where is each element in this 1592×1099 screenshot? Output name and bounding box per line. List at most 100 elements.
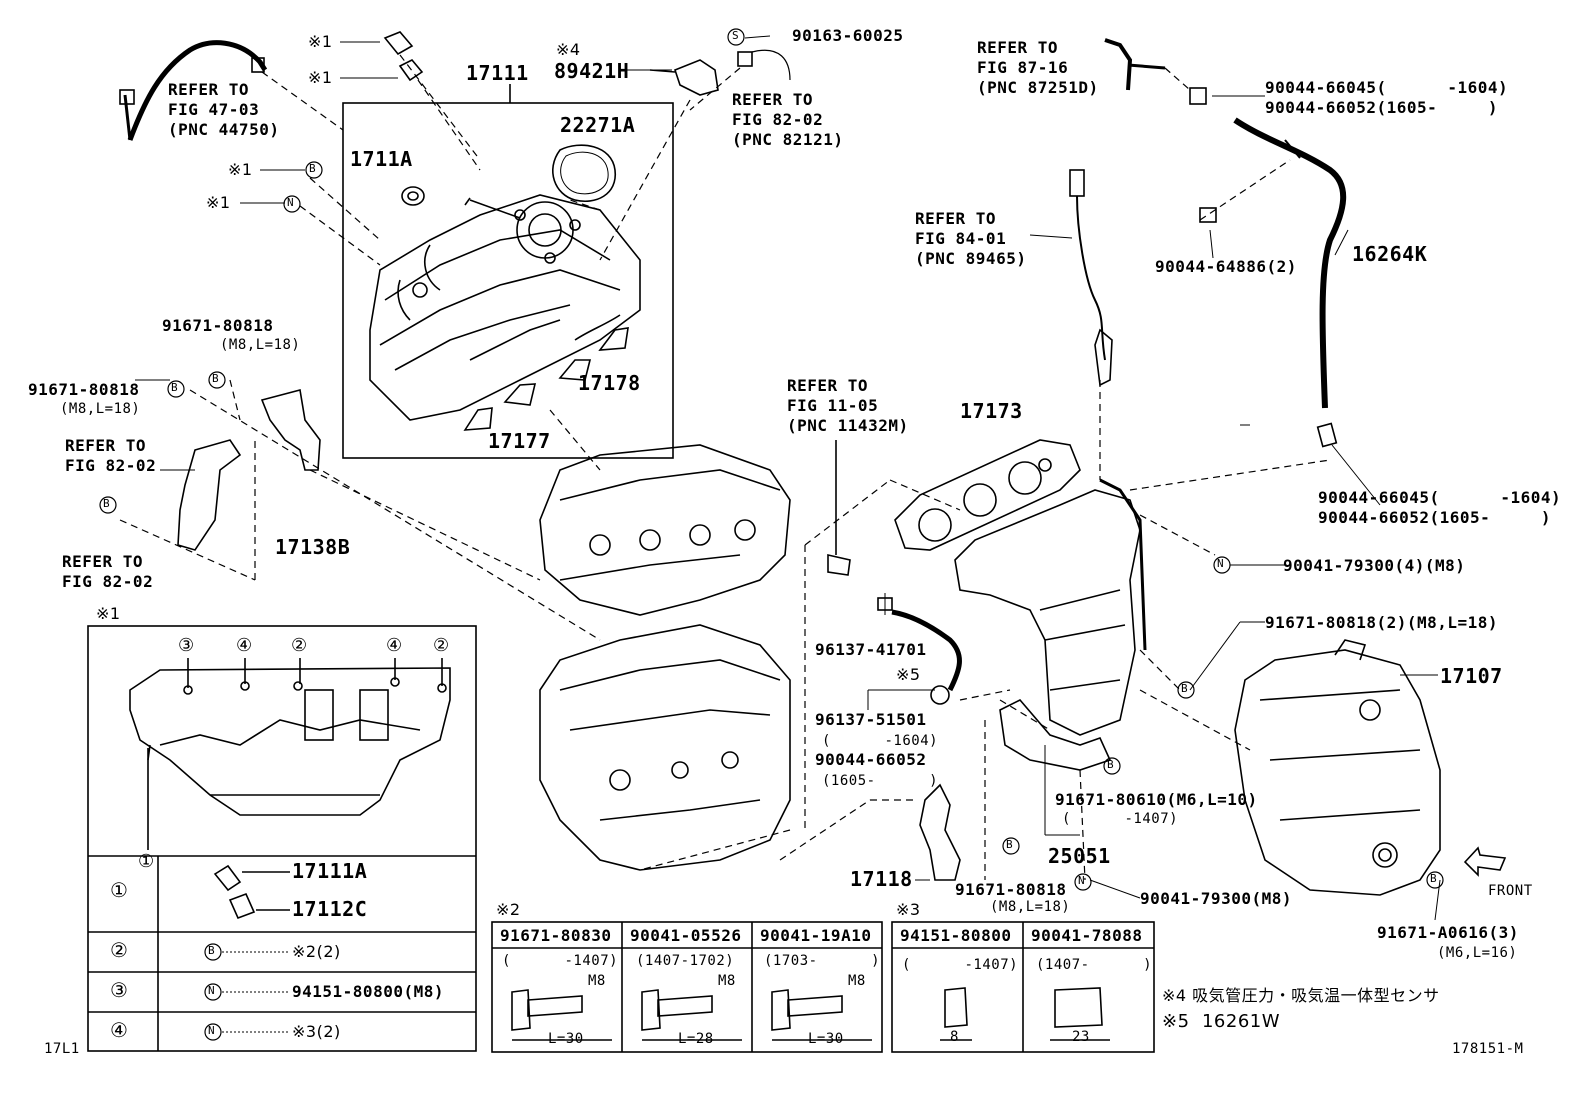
sensor-89421h	[674, 59, 719, 96]
cylinder-block	[539, 624, 791, 871]
part-91671-a0616: 91671-A0616(3)	[1377, 923, 1519, 942]
symbol-n: N	[208, 984, 216, 997]
part-91671-80818: 91671-80818	[28, 380, 140, 399]
range-1407: ( -1407)	[1062, 811, 1179, 827]
note-5: ※5 16261W	[1162, 1011, 1281, 1032]
symbol-s: S	[732, 29, 740, 42]
part-25051: 25051	[1048, 844, 1111, 868]
part-91671-80818: 91671-80818	[955, 880, 1067, 899]
symbol-b: B	[1181, 682, 1189, 695]
part-16264k: 16264K	[1352, 242, 1428, 266]
legend-intake-drawing	[129, 658, 451, 850]
bolt-table-2-len: L=30	[548, 1031, 584, 1047]
legend-callout: ②	[291, 635, 308, 656]
bolt-table-2-range: (1407-1702)	[636, 953, 735, 969]
cylinder-head	[539, 444, 791, 616]
refer-fig-84-01: REFER TO FIG 84-01 (PNC 89465)	[915, 209, 1027, 268]
legend-row4-num: ④	[110, 1018, 129, 1042]
pipe-87251d	[1104, 38, 1217, 223]
symbol-b: B	[208, 944, 216, 957]
legend-callout: ④	[236, 635, 253, 656]
part-96137-41701: 96137-41701	[815, 640, 927, 659]
legend-row1-num: ①	[110, 878, 129, 902]
legend-callout: ④	[386, 635, 403, 656]
exhaust-manifold-25051	[954, 478, 1147, 771]
circle-symbols	[99, 28, 1444, 1041]
bolt-table-2-thread: M8	[588, 973, 606, 989]
intake-manifold-box	[342, 102, 674, 459]
part-17177: 17177	[488, 429, 551, 453]
symbol-n: N	[1078, 874, 1086, 887]
intake-manifold-drawing	[369, 194, 641, 421]
bolt-table-2-pn: 90041-05526	[630, 926, 742, 945]
footer-left: 17L1	[44, 1041, 80, 1057]
spec-m6-l16: (M6,L=16)	[1437, 945, 1518, 961]
bolt-table-2-title: ※2	[496, 900, 521, 919]
part-17173: 17173	[960, 399, 1023, 423]
part-90044-66045: 90044-66045( -1604)	[1318, 488, 1562, 507]
bolt-table-2-thread: M8	[848, 973, 866, 989]
gasket-22271a	[551, 144, 616, 202]
note-mark-5: ※5	[896, 665, 921, 684]
part-91671-80818-2: 91671-80818(2)(M8,L=18)	[1265, 613, 1499, 632]
bolt-table-2-len: L=30	[808, 1031, 844, 1047]
part-89421h: 89421H	[554, 59, 630, 83]
bolt-table-3-range: ( -1407)	[902, 957, 1019, 973]
refer-fig-82-02: REFER TO FIG 82-02	[62, 552, 154, 591]
legend-row3-num: ③	[110, 978, 129, 1002]
legend-title: ※1	[96, 604, 121, 623]
footer-right: 178151-M	[1452, 1041, 1524, 1057]
note-mark-1: ※1	[308, 32, 333, 51]
symbol-b: B	[1006, 838, 1014, 851]
part-90044-66052: 90044-66052(1605- )	[1265, 98, 1499, 117]
symbol-b: B	[309, 162, 317, 175]
refer-fig-87-16: REFER TO FIG 87-16 (PNC 87251D)	[977, 38, 1099, 97]
refer-fig-11-05: REFER TO FIG 11-05 (PNC 11432M)	[787, 376, 909, 435]
bolt-table-3-nuts	[940, 987, 1110, 1041]
bolt-table-2-len: L=28	[678, 1031, 714, 1047]
part-90041-79300: 90041-79300(M8)	[1140, 889, 1292, 908]
range-1604: ( -1604)	[822, 733, 939, 749]
part-96137-51501: 96137-51501	[815, 710, 927, 729]
symbol-n: N	[287, 196, 295, 209]
bolt-table-3-dim: 8	[950, 1029, 959, 1045]
range-1605: (1605- )	[822, 773, 939, 789]
note-mark-4: ※4	[556, 40, 581, 59]
bolt-table-2-range: (1703- )	[764, 953, 881, 969]
hose-44750	[127, 40, 268, 141]
note-mark-1: ※1	[308, 68, 333, 87]
legend-row1-parts	[213, 864, 290, 920]
part-17178: 17178	[578, 371, 641, 395]
symbol-b: B	[103, 497, 111, 510]
legend-part-17111a: 17111A	[292, 859, 368, 883]
note-mark-1: ※1	[228, 160, 253, 179]
bolt-table-2-bolts	[511, 989, 872, 1041]
note-mark-1: ※1	[206, 193, 231, 212]
refer-fig-82-02: REFER TO FIG 82-02 (PNC 82121)	[732, 90, 844, 149]
bolt-table-3-pn: 94151-80800	[900, 926, 1012, 945]
oxygen-sensor	[1069, 169, 1113, 387]
spec-m8-l18: (M8,L=18)	[220, 337, 301, 353]
legend-row-leaders	[222, 951, 290, 1033]
part-91671-80610: 91671-80610(M6,L=10)	[1055, 790, 1258, 809]
symbol-b: B	[1107, 758, 1115, 771]
part-90044-66045: 90044-66045( -1604)	[1265, 78, 1509, 97]
symbol-n: N	[208, 1024, 216, 1037]
part-90044-66052: 90044-66052(1605- )	[1318, 508, 1552, 527]
bolt-table-2-outline	[491, 921, 883, 1053]
bolt-table-3-title: ※3	[896, 900, 921, 919]
legend-row3-text: 94151-80800(M8)	[292, 982, 444, 1001]
note-4: ※4 吸気管圧力・吸気温一体型センサ	[1162, 986, 1440, 1005]
symbol-b: B	[171, 381, 179, 394]
refer-fig-47-03: REFER TO FIG 47-03 (PNC 44750)	[168, 80, 280, 139]
legend-row4-text: ※3(2)	[292, 1022, 341, 1041]
grommet-1711a	[401, 186, 425, 206]
heat-insulator-17107	[1234, 639, 1441, 896]
legend-row2-num: ②	[110, 938, 129, 962]
hose-piece	[383, 31, 414, 56]
part-17138b: 17138B	[275, 535, 351, 559]
manifold-gaskets	[463, 327, 629, 431]
bolt-table-2-pn: 91671-80830	[500, 926, 612, 945]
bracket-left	[177, 439, 242, 551]
